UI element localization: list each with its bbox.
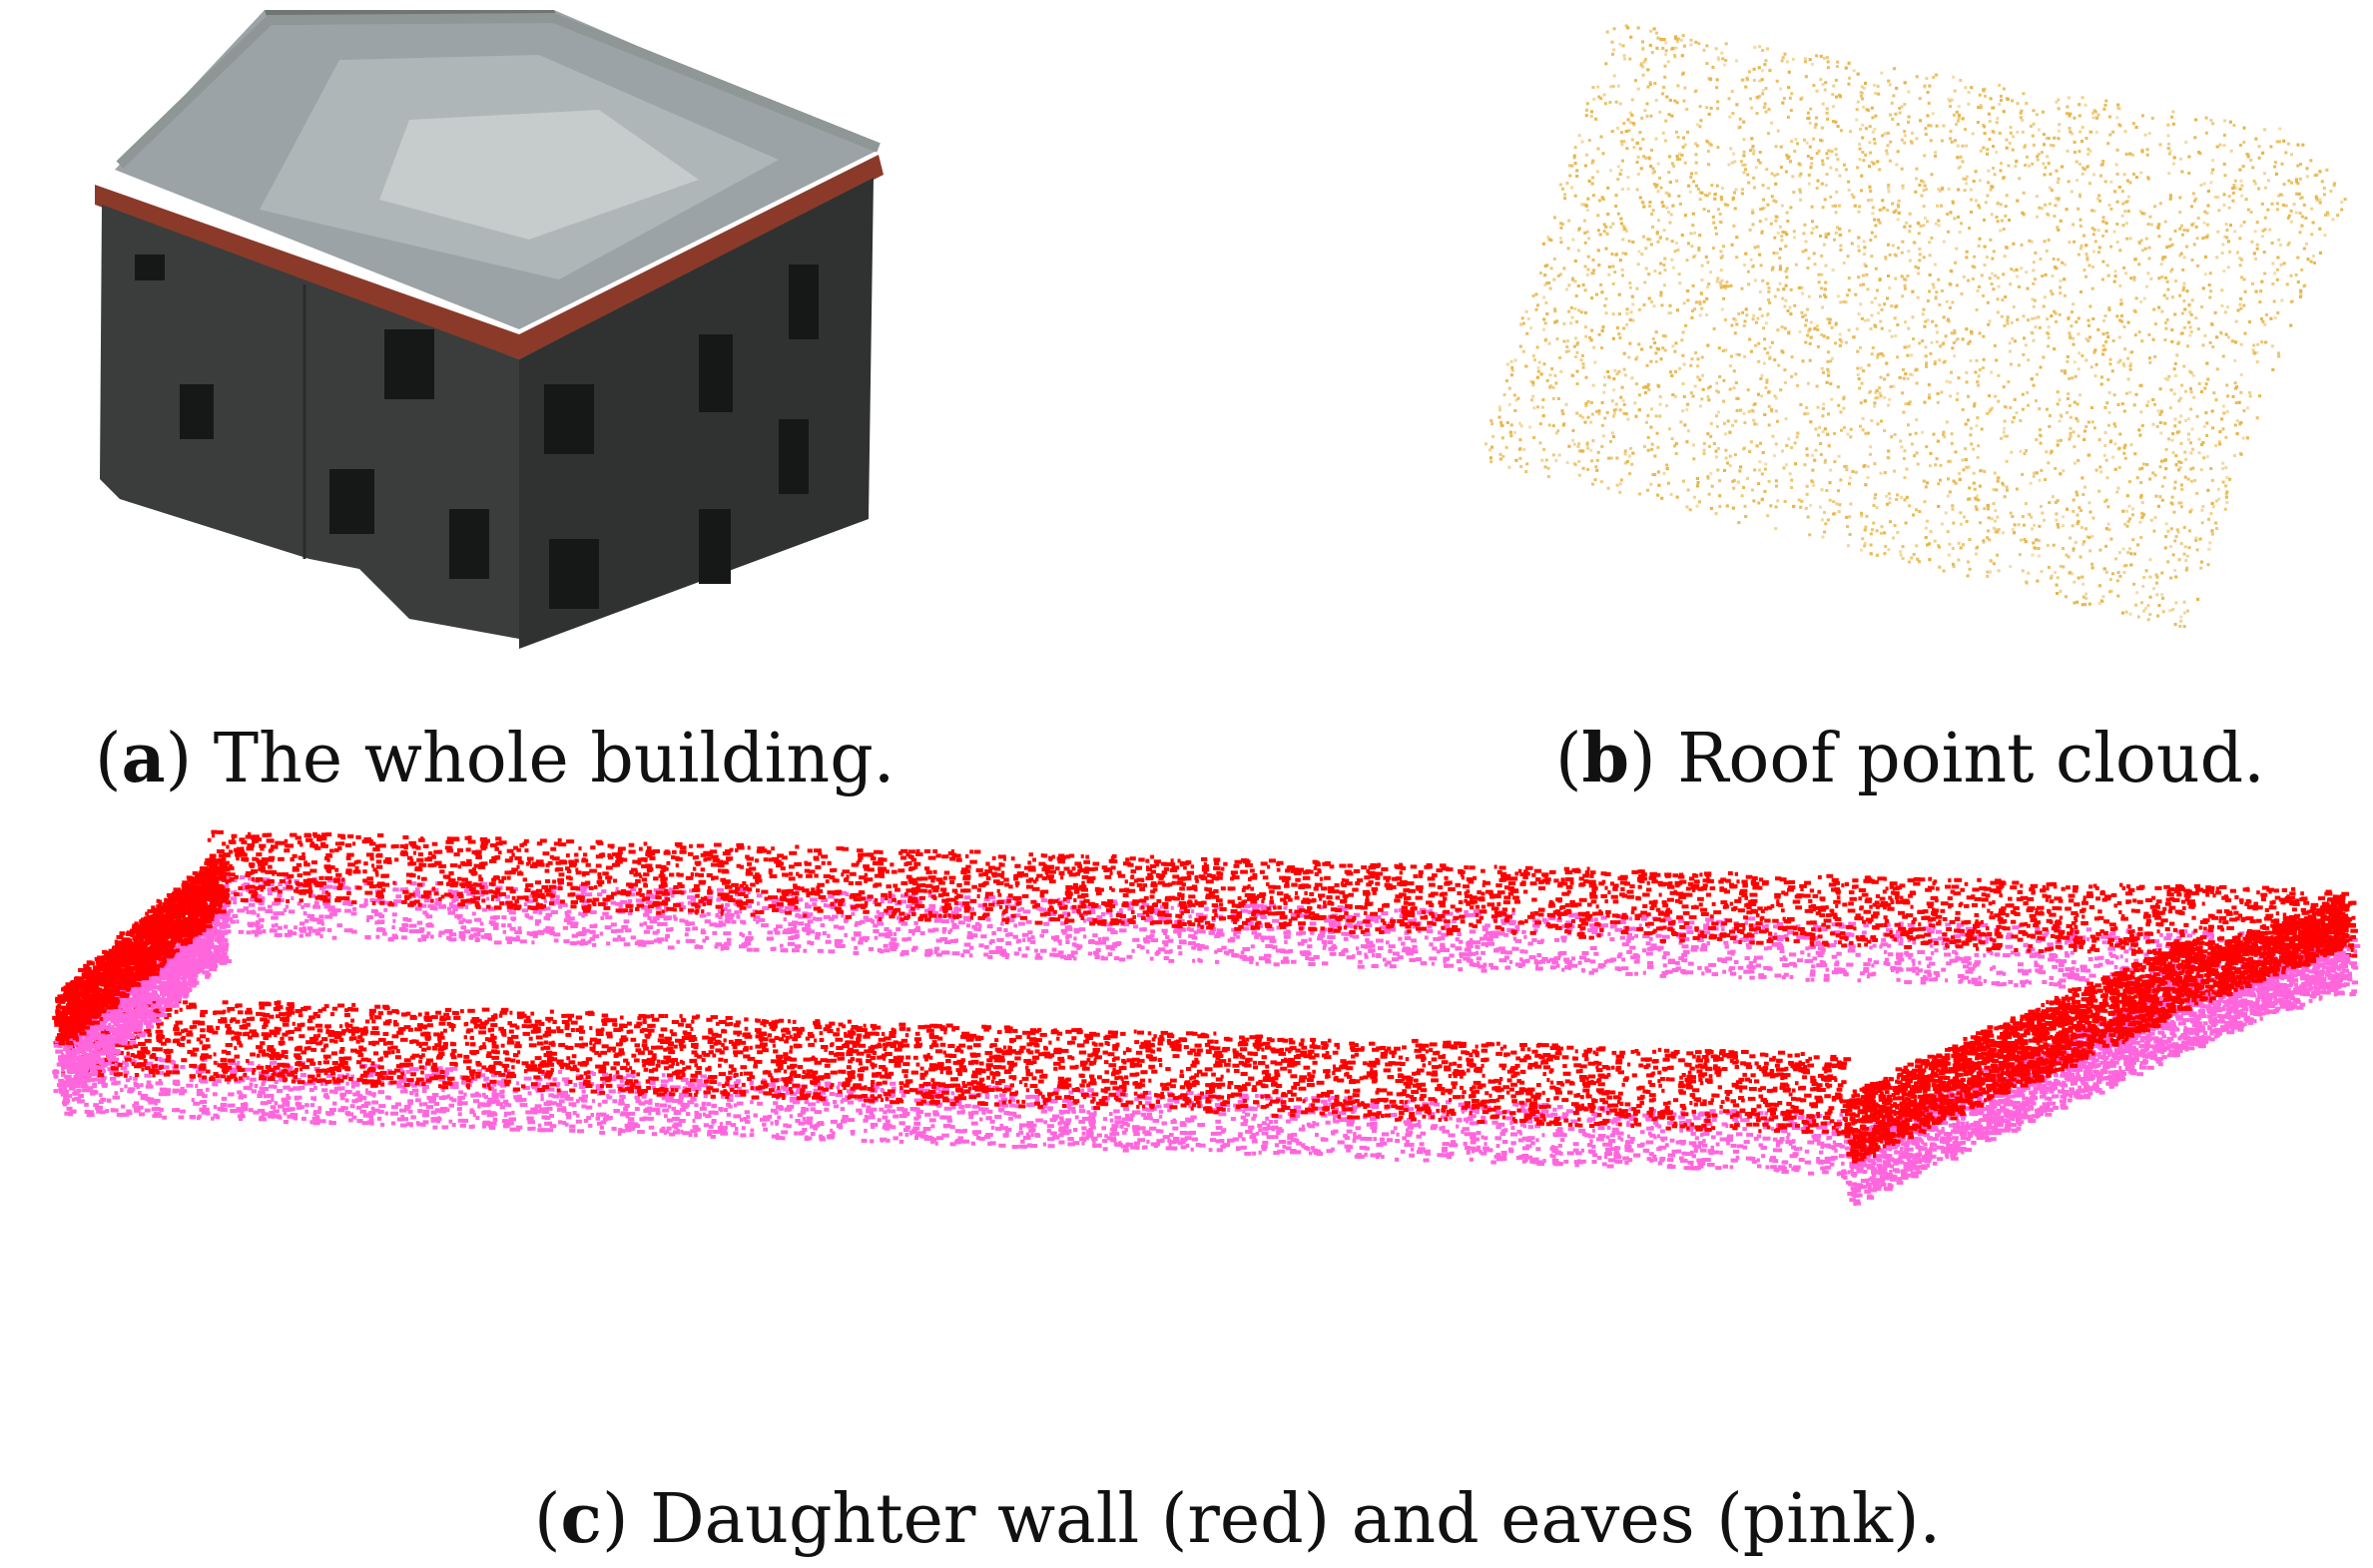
panel-c-image xyxy=(20,828,2361,1427)
roof-point-cloud xyxy=(1484,24,2347,629)
building-render xyxy=(95,10,884,649)
right-facade xyxy=(519,178,874,649)
caption-a-text: The whole building. xyxy=(214,720,895,798)
panel-b-image xyxy=(1478,20,2356,659)
caption-a: (a) The whole building. xyxy=(95,719,894,799)
panel-a-image xyxy=(80,0,898,659)
caption-b-letter: b xyxy=(1582,719,1630,798)
caption-c: (c) Daughter wall (red) and eaves (pink)… xyxy=(534,1479,1941,1560)
caption-c-text: Daughter wall (red) and eaves (pink). xyxy=(650,1480,1941,1559)
left-facade xyxy=(100,205,519,639)
caption-a-letter: a xyxy=(122,719,166,798)
cornice xyxy=(95,155,884,359)
caption-b-text: Roof point cloud. xyxy=(1677,720,2265,798)
wall-eaves-point-cloud xyxy=(52,829,2361,1207)
caption-c-letter: c xyxy=(561,1479,602,1559)
caption-b: (b) Roof point cloud. xyxy=(1555,719,2265,799)
